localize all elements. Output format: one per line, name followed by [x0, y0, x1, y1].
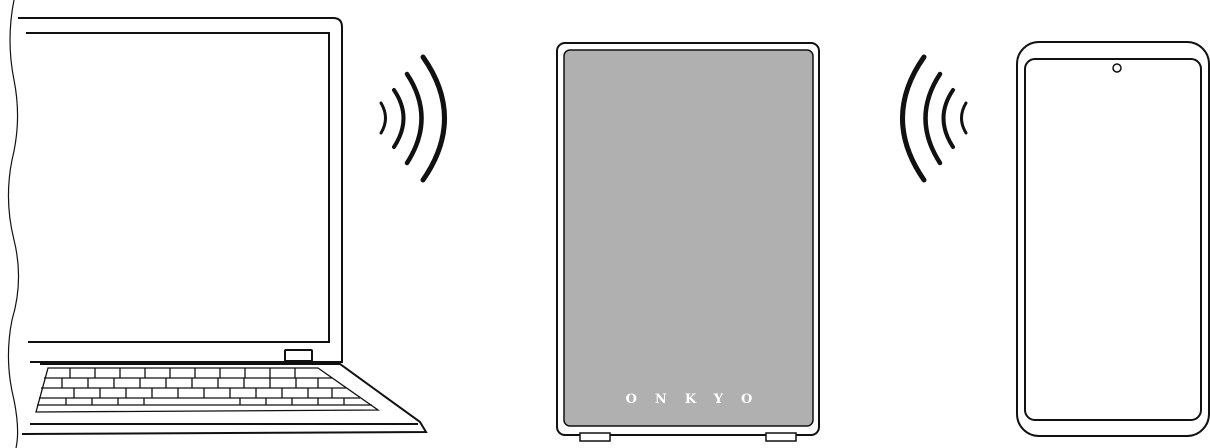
wifi-waves-icon	[381, 57, 445, 180]
speaker-grille	[564, 50, 813, 426]
smartphone	[1017, 42, 1209, 436]
laptop-cut-edge	[8, 0, 18, 448]
laptop-indicator	[285, 350, 312, 361]
laptop-screen	[26, 33, 329, 342]
speaker-brand-label: ONKYO	[564, 392, 814, 407]
laptop-lid	[18, 18, 342, 362]
phone-body	[1017, 42, 1209, 436]
wifi-waves-icon	[903, 57, 967, 180]
speaker	[557, 43, 819, 441]
speaker-foot-left	[580, 433, 610, 441]
speaker-foot-right	[766, 433, 796, 441]
laptop-keyboard	[36, 368, 378, 412]
laptop	[8, 0, 426, 448]
